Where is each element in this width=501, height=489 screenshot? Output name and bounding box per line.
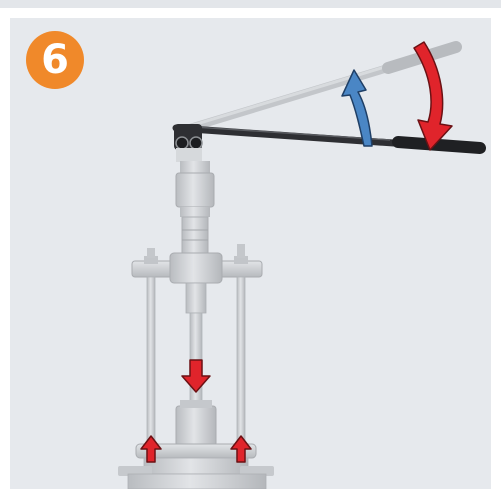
- arrow-up-icon: [140, 435, 252, 463]
- puller-base: [118, 443, 274, 489]
- step-number-badge: 6: [26, 31, 84, 89]
- lever-pivot: [174, 124, 203, 162]
- puller-yoke: [131, 252, 263, 284]
- arrow-down-icon: [181, 359, 211, 393]
- step-number: 6: [41, 37, 69, 83]
- puller-illustration: [118, 41, 486, 489]
- lever-handle-raised: [176, 41, 462, 135]
- instruction-panel: 6: [10, 18, 491, 489]
- previous-panel-strip: [0, 0, 501, 8]
- curved-arrow-up-icon: [341, 69, 373, 147]
- hydraulic-cylinder: [175, 161, 215, 254]
- panel-gap: [0, 8, 501, 18]
- curved-arrow-down-icon: [413, 41, 453, 151]
